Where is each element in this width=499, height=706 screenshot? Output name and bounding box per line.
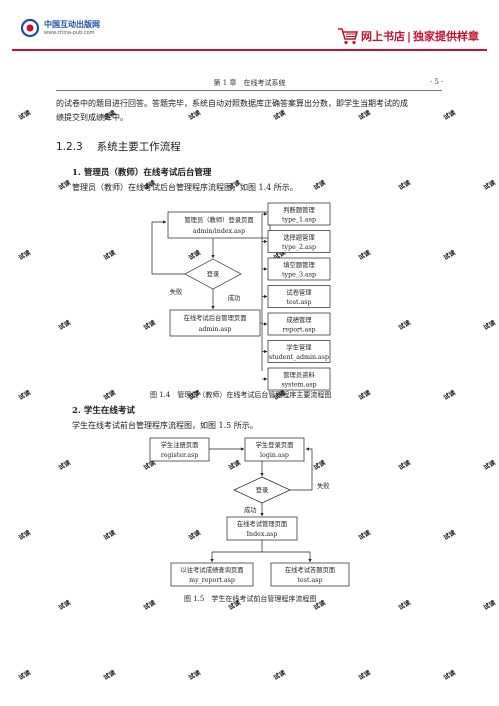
shopping-cart-icon: [338, 28, 359, 45]
student-login-label: 学生登录页面: [256, 440, 294, 449]
section-heading: 1.2.3 系统主要工作流程: [56, 139, 181, 154]
admin-module-file: test.asp: [286, 299, 311, 306]
admin-module-file: type_1.asp: [282, 217, 316, 224]
section-number: 1.2.3: [56, 141, 83, 153]
admin-module-label: 管理员资料: [283, 370, 315, 379]
student-login-box: [244, 437, 305, 462]
page-number: · 5 ·: [430, 78, 444, 86]
admin-module-box: [267, 285, 331, 308]
student-test-file: test.asp: [297, 577, 322, 584]
admin-module-label: 成绩管理: [286, 315, 312, 324]
figure-1-5-caption: 图 1.5 学生在线考试前台管理程序流程图: [184, 595, 317, 603]
figure-1-4-caption: 图 1.4 管理员（教师）在线考试后台管理程序主要流程图: [150, 391, 332, 399]
admin-module-box: [267, 367, 331, 391]
admin-module-label: 填空题管理: [283, 260, 315, 269]
admin-module-label: 试卷管理: [286, 288, 312, 297]
admin-decision-label: 登录: [207, 269, 220, 278]
admin-login-file: admin/index.asp: [193, 228, 245, 235]
admin-module-file: type_3.asp: [282, 272, 316, 279]
admin-module-label: 学生管理: [286, 343, 312, 352]
publisher-url: www.china-pub.com: [44, 30, 95, 36]
student-register-box: [149, 437, 210, 462]
admin-login-box: [167, 211, 271, 239]
student-report-file: my_report.asp: [189, 577, 235, 584]
admin-module-label: 判断题管理: [283, 205, 315, 214]
student-manage-label: 在线考试管理页面: [237, 519, 287, 528]
admin-heading: 1. 管理员（教师）在线考试后台管理: [72, 168, 212, 178]
admin-manage-file: admin.asp: [199, 326, 232, 333]
student-decision-label: 登录: [256, 485, 269, 494]
student-login-file: login.asp: [260, 452, 289, 459]
chapter-rule: [56, 90, 442, 91]
banner-tagline: 独家提供样章: [413, 30, 480, 43]
admin-login-label: 管理员（教师）登录页面: [184, 215, 253, 224]
store-banner: 网上书店|独家提供样章: [361, 30, 480, 43]
student-register-label: 学生注册页面: [161, 440, 199, 449]
admin-description: 管理员（教师）在线考试后台管理程序流程图，如图 1.4 所示。: [72, 183, 298, 192]
section-title: 系统主要工作流程: [96, 141, 181, 153]
student-report-box: [170, 562, 254, 587]
admin-module-box: [267, 230, 331, 253]
student-fail-label: 失败: [317, 481, 330, 490]
intro-line-2: 绩提交到成绩库中。: [56, 113, 128, 122]
intro-paragraph: 的试卷中的题目进行回答。答题完毕，系统自动对照数据库正确答案算出分数，即学生当期…: [56, 97, 456, 125]
admin-module-file: system.asp: [281, 382, 316, 389]
admin-module-file: type_2.asp: [282, 244, 316, 251]
intro-line-1: 的试卷中的题目进行回答。答题完毕，系统自动对照数据库正确答案算出分数，即学生当期…: [56, 99, 408, 108]
admin-manage-label: 在线考试后台管理页面: [184, 313, 247, 322]
admin-manage-box: [169, 309, 261, 337]
student-test-box: [270, 562, 350, 587]
admin-module-file: student_admin.asp: [269, 354, 329, 361]
student-success-label: 成功: [244, 505, 257, 514]
admin-success-label: 成功: [228, 293, 241, 302]
student-heading: 2. 学生在线考试: [72, 406, 135, 416]
publisher-logo-icon: [20, 18, 40, 38]
publisher-name: 中国互动出版网: [44, 20, 100, 29]
chapter-header: 第 1 章 在线考试系统: [213, 79, 286, 87]
student-test-label: 在线考试答题页面: [285, 565, 335, 574]
banner-store: 网上书店: [361, 30, 405, 43]
admin-module-box: [267, 257, 331, 281]
admin-module-box: [267, 340, 331, 363]
student-report-label: 以往考试成绩查询页面: [181, 565, 244, 574]
student-register-file: register.asp: [161, 452, 199, 459]
admin-module-box: [267, 202, 331, 226]
admin-module-file: report.asp: [282, 327, 315, 334]
admin-module-box: [267, 312, 331, 336]
student-manage-file: Index.asp: [247, 531, 278, 538]
student-description: 学生在线考试前台管理程序流程图，如图 1.5 所示。: [72, 421, 258, 430]
admin-module-label: 选择题管理: [283, 233, 315, 242]
header-rule: [12, 49, 487, 51]
admin-fail-label: 失败: [170, 287, 183, 296]
